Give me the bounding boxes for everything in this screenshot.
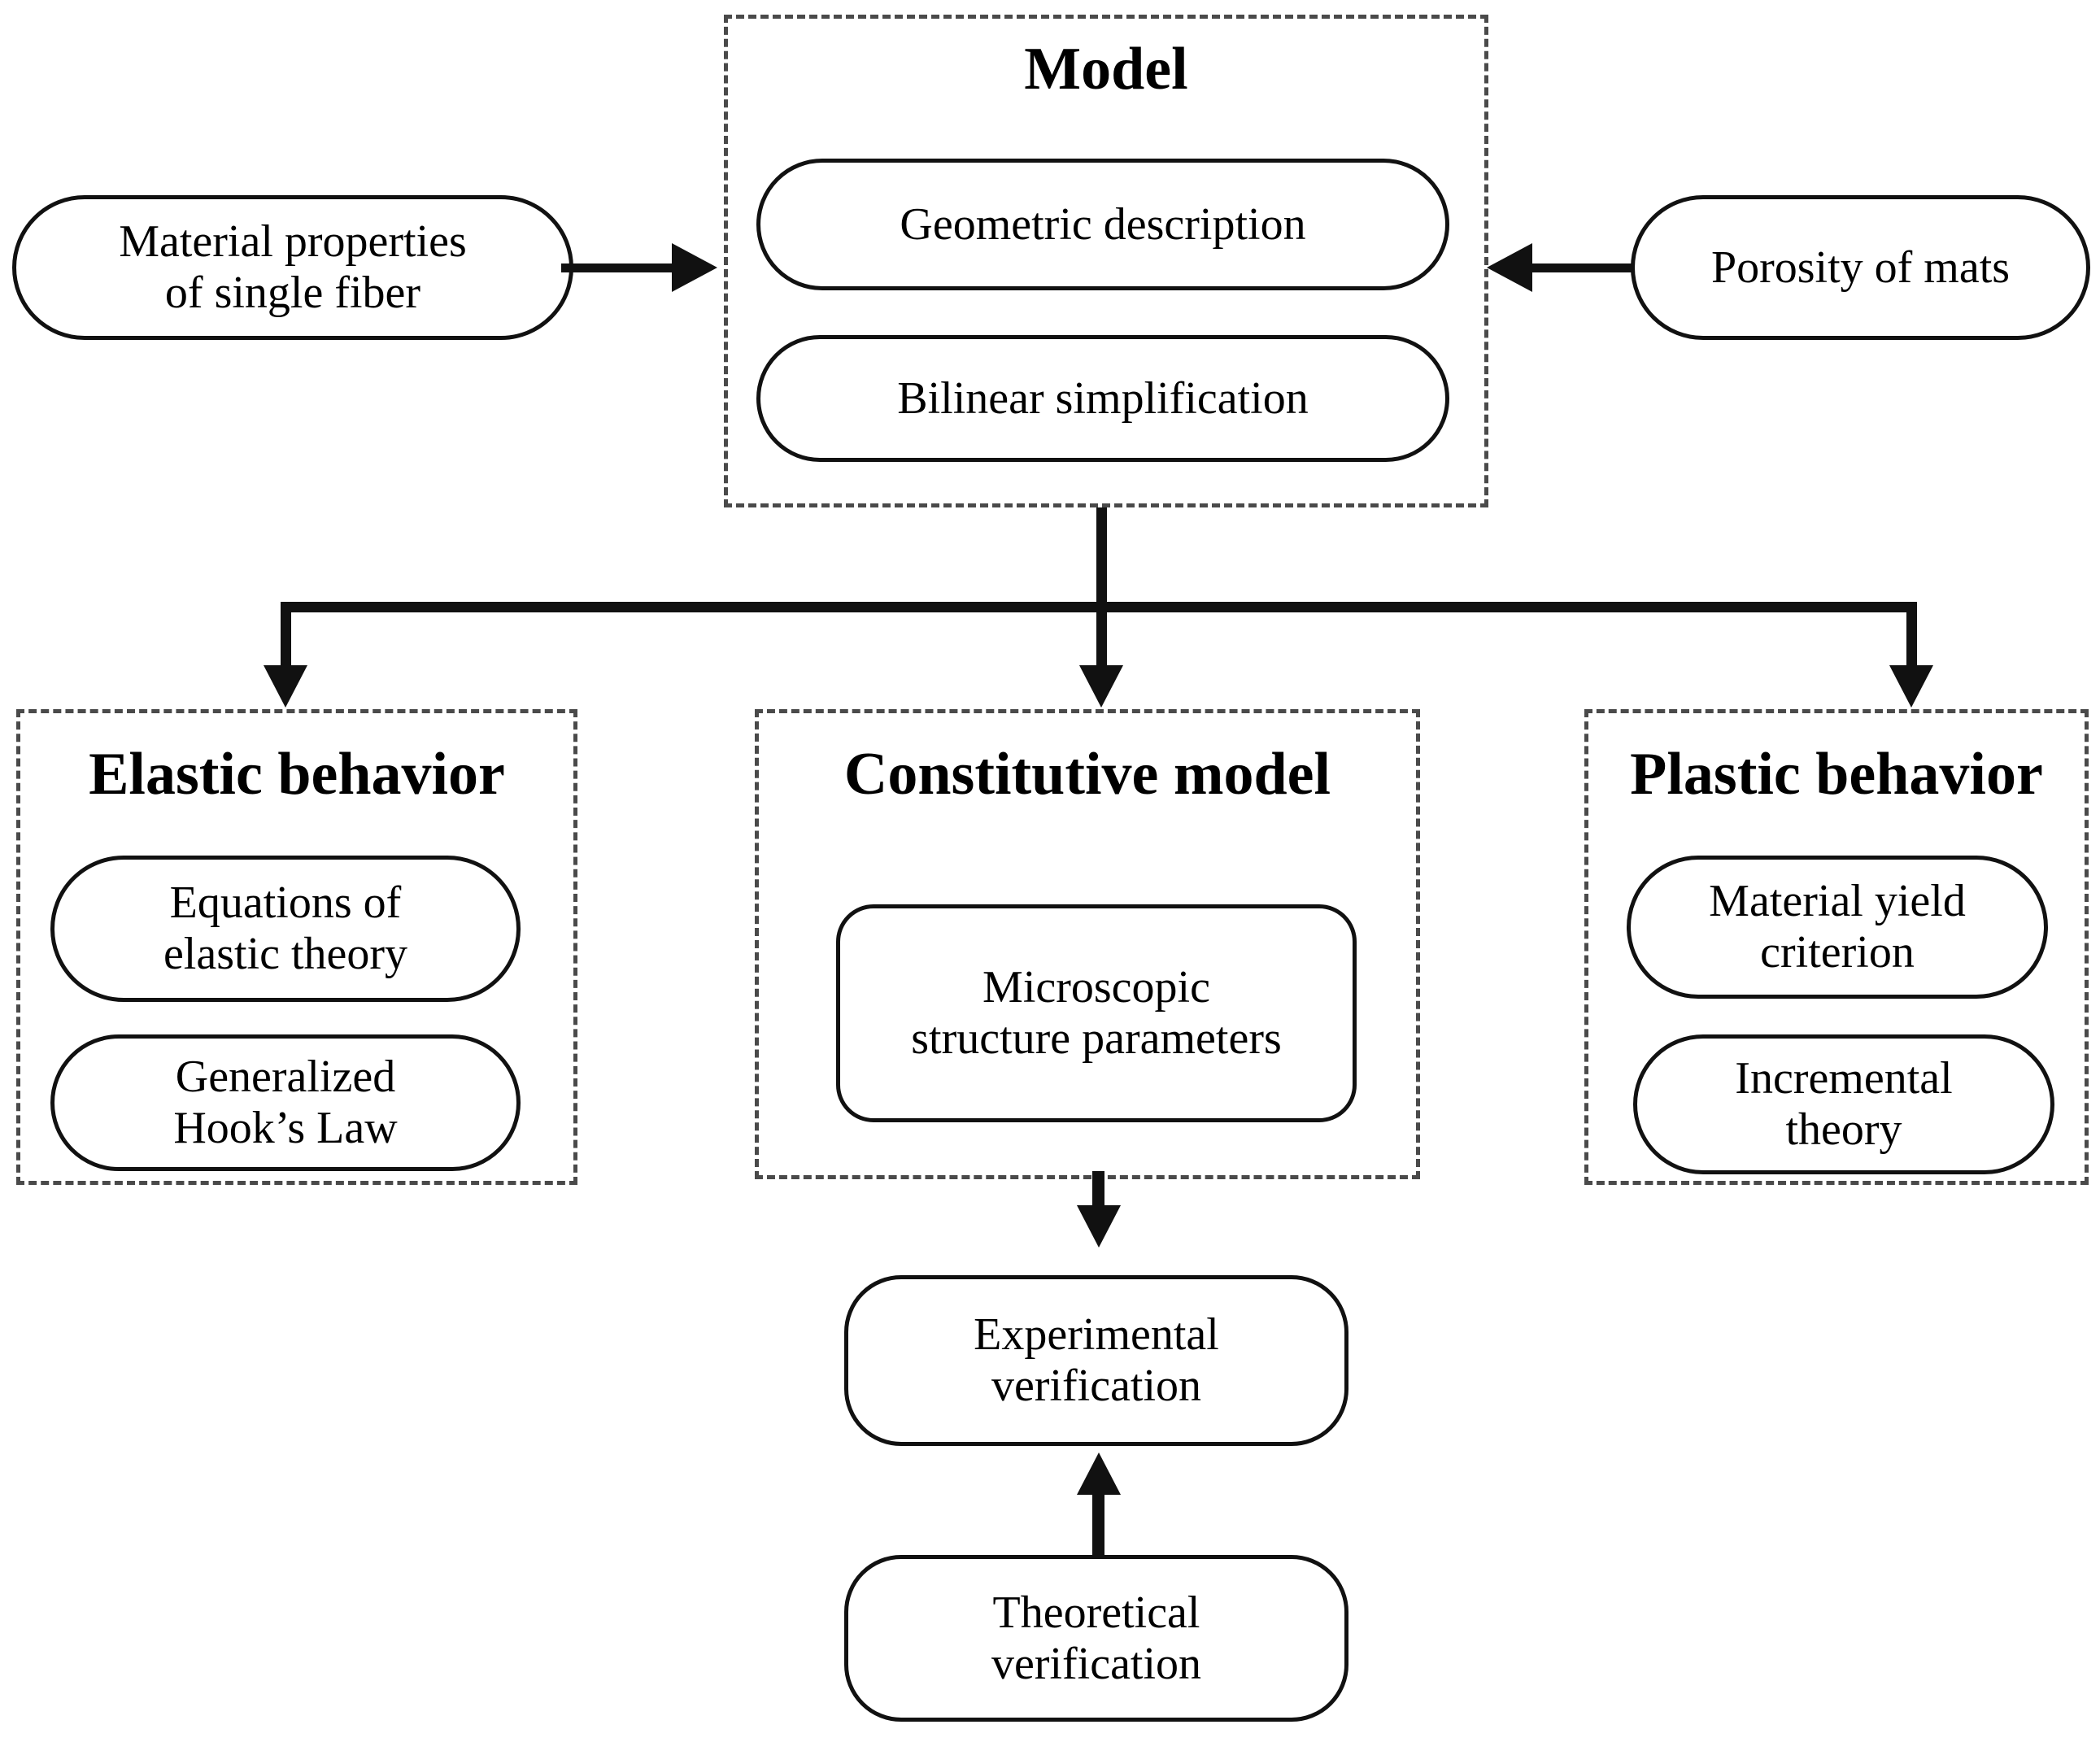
- group-constitutive-model: [755, 709, 1420, 1179]
- group-constitutive-model-title: Constitutive model: [843, 741, 1331, 808]
- node-microscopic-structure-parameters-label: Microscopic structure parameters: [911, 962, 1282, 1064]
- node-generalized-hooks-law: Generalized Hook’s Law: [50, 1034, 521, 1171]
- node-material-yield-criterion-label: Material yield criterion: [1709, 876, 1966, 978]
- edge-branch-right-stem: [1906, 602, 1917, 675]
- edge-porosity-to-model-line: [1529, 263, 1635, 272]
- node-material-properties-label: Material properties of single fiber: [119, 216, 467, 318]
- node-geometric-description-label: Geometric description: [900, 198, 1306, 250]
- node-geometric-description: Geometric description: [756, 159, 1449, 290]
- node-theoretical-verification: Theoretical verification: [844, 1555, 1348, 1722]
- edge-theoretical-to-experimental-arrowhead: [1077, 1452, 1121, 1495]
- edge-model-trunk: [1096, 507, 1107, 608]
- edge-theoretical-to-experimental-line: [1092, 1488, 1104, 1560]
- node-generalized-hooks-law-label: Generalized Hook’s Law: [173, 1052, 398, 1153]
- node-bilinear-simplification-label: Bilinear simplification: [897, 372, 1309, 424]
- node-experimental-verification-label: Experimental verification: [974, 1309, 1219, 1411]
- node-microscopic-structure-parameters: Microscopic structure parameters: [836, 904, 1357, 1122]
- edge-porosity-to-model-arrowhead: [1487, 243, 1532, 292]
- node-material-yield-criterion: Material yield criterion: [1627, 856, 2048, 999]
- node-porosity-of-mats: Porosity of mats: [1631, 195, 2090, 340]
- edge-material-to-model-arrowhead: [672, 243, 717, 292]
- node-equations-of-elastic-theory: Equations of elastic theory: [50, 856, 521, 1002]
- group-plastic-behavior: [1584, 709, 2089, 1185]
- edge-constitutive-to-experimental-arrowhead: [1077, 1205, 1121, 1248]
- node-incremental-theory: Incremental theory: [1633, 1034, 2054, 1174]
- node-bilinear-simplification: Bilinear simplification: [756, 335, 1449, 462]
- group-model-title: Model: [1024, 36, 1188, 102]
- node-experimental-verification: Experimental verification: [844, 1275, 1348, 1446]
- group-plastic-behavior-title: Plastic behavior: [1630, 741, 2043, 808]
- node-material-properties: Material properties of single fiber: [12, 195, 573, 340]
- group-elastic-behavior: [16, 709, 577, 1185]
- edge-branch-center-stem: [1096, 602, 1107, 675]
- edge-branch-left-arrowhead: [264, 665, 307, 708]
- edge-branch-left-stem: [281, 602, 291, 675]
- edge-branch-right-arrowhead: [1889, 665, 1933, 708]
- node-porosity-of-mats-label: Porosity of mats: [1710, 242, 2011, 293]
- node-theoretical-verification-label: Theoretical verification: [991, 1587, 1202, 1689]
- edge-branch-center-arrowhead: [1079, 665, 1123, 708]
- node-equations-of-elastic-theory-label: Equations of elastic theory: [163, 878, 408, 979]
- group-model: [724, 15, 1488, 507]
- group-elastic-behavior-title: Elastic behavior: [89, 741, 505, 808]
- node-incremental-theory-label: Incremental theory: [1735, 1053, 1953, 1155]
- edge-material-to-model-line: [561, 263, 683, 272]
